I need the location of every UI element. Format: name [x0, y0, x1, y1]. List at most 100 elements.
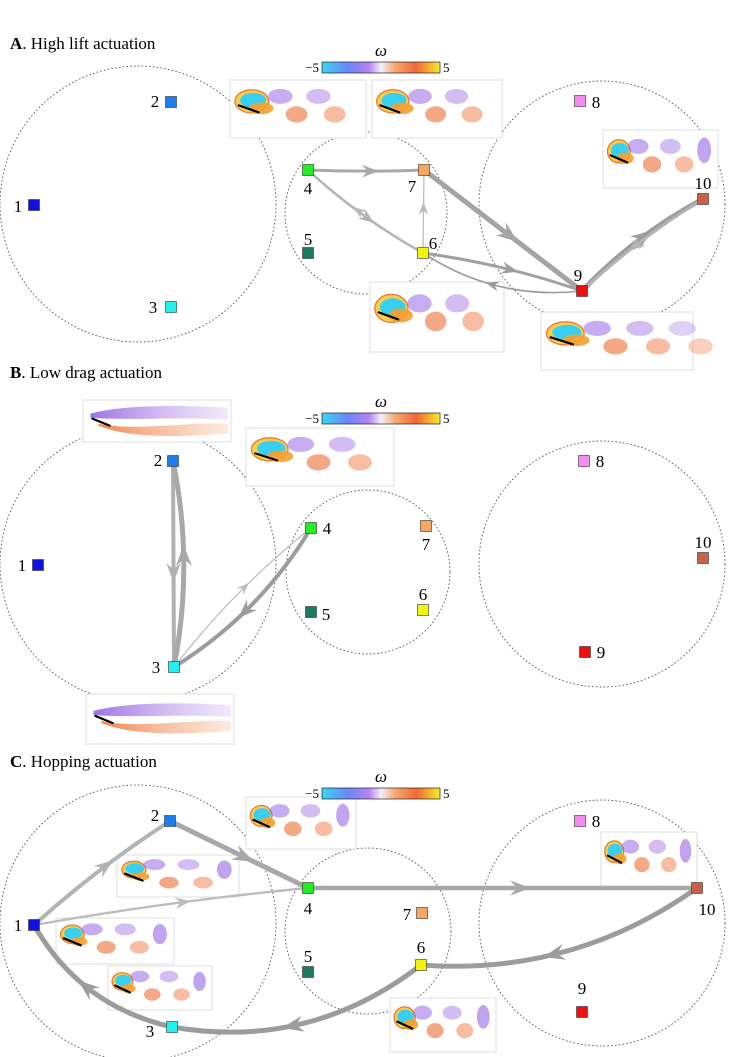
vorticity-snapshot: [245, 796, 357, 850]
shed-vortex-purple: [476, 1005, 490, 1029]
shed-vortex-orange: [462, 311, 484, 332]
cluster-node-9: [576, 1006, 588, 1018]
transition-2-4: [167, 818, 311, 891]
vorticity-snapshot: [82, 399, 232, 443]
shed-vortex-orange: [645, 338, 671, 355]
shed-vortex-orange: [461, 106, 483, 123]
airfoil-plate: [114, 984, 131, 994]
cluster-node-5: [305, 606, 317, 618]
panel-a-letter: A: [10, 34, 23, 53]
cluster-node-1: [32, 559, 44, 571]
cluster-label-2: 2: [151, 806, 160, 825]
shed-vortex-orange: [129, 940, 149, 954]
transition-arrowhead: [500, 261, 519, 274]
airfoil-plate: [91, 417, 111, 427]
colorbar-symbol: ω: [375, 392, 387, 411]
cluster-label-7: 7: [408, 177, 417, 196]
cluster-label-4: 4: [323, 519, 332, 538]
transition-3-2: [170, 458, 187, 670]
transition-1-4: [32, 886, 310, 927]
colorbar-max-label: 5: [443, 60, 450, 75]
shed-vortex-orange: [306, 454, 331, 471]
cluster-label-7: 7: [422, 535, 431, 554]
panel-c-letter: C: [10, 752, 23, 771]
cluster-label-4: 4: [304, 179, 313, 198]
shed-vortex-purple: [152, 923, 167, 945]
transition-arrowhead: [628, 235, 646, 251]
panel-c-title: C. Hopping actuation: [10, 752, 157, 772]
cluster-label-4: 4: [304, 899, 313, 918]
vortex-core-orange: [249, 102, 274, 115]
colorbar-symbol: ω: [375, 767, 387, 786]
shed-vortex-purple: [679, 839, 692, 863]
cluster-label-7: 7: [403, 905, 412, 924]
cluster-label-5: 5: [304, 230, 313, 249]
cluster-label-2: 2: [154, 451, 163, 470]
shed-vortex-purple: [697, 137, 712, 164]
shed-vortex-orange: [424, 311, 447, 332]
transition-arrowhead: [361, 164, 379, 178]
cluster-label-10: 10: [699, 900, 716, 919]
transition-arrowhead: [93, 860, 114, 878]
transition-6-9: [421, 251, 584, 293]
vorticity-snapshot: [245, 427, 395, 487]
transition-3-4: [173, 527, 312, 668]
transition-arrowhead: [174, 897, 191, 909]
airfoil-plate: [237, 104, 260, 114]
cluster-label-10: 10: [695, 533, 712, 552]
airfoil-plate: [379, 104, 401, 114]
transition-arrowhead: [353, 207, 367, 219]
cluster-node-7: [416, 907, 428, 919]
cluster-label-5: 5: [304, 947, 313, 966]
transition-4-3: [172, 526, 313, 669]
transition-arrowhead: [236, 582, 250, 596]
cluster-node-3: [168, 661, 180, 673]
shed-vortex-purple: [81, 923, 103, 936]
vortex-core-orange: [388, 308, 413, 323]
panel-c-title-text: . Hopping actuation: [22, 752, 157, 771]
transition-3-1: [31, 922, 175, 1030]
cluster-node-6: [417, 247, 429, 259]
shed-vortex-purple: [408, 88, 432, 104]
shed-vortex-purple: [143, 859, 166, 871]
panel-b-title-text: . Low drag actuation: [21, 363, 163, 382]
shed-vortex-purple: [627, 138, 649, 154]
transition-arrowhead: [509, 880, 531, 896]
panel-a-title-text: . High lift actuation: [22, 34, 156, 53]
transition-arrowhead: [175, 544, 192, 567]
shed-vortex-orange: [143, 988, 161, 1001]
shed-vortex-orange: [456, 1023, 474, 1039]
vortex-core-orange: [402, 1019, 419, 1031]
shed-vortex-orange: [348, 454, 372, 471]
cluster-label-3: 3: [152, 658, 161, 677]
panel-b-letter: B: [10, 363, 22, 382]
vortex-core-orange: [390, 102, 414, 115]
wake-lower-layer: [101, 720, 232, 734]
shed-vortex-purple: [159, 970, 179, 983]
cluster-label-1: 1: [14, 197, 23, 216]
transition-arrowhead: [166, 562, 181, 583]
shed-vortex-orange: [285, 106, 308, 123]
shed-vortex-purple: [668, 320, 697, 336]
wake-upper-layer: [90, 406, 229, 420]
cluster-label-8: 8: [596, 452, 605, 471]
shed-vortex-orange: [688, 338, 713, 355]
inset-frame: [85, 693, 235, 745]
shed-vortex-purple: [300, 804, 321, 818]
cluster-label-1: 1: [14, 916, 23, 935]
vortex-core-blue: [64, 927, 83, 940]
transition-6-3: [169, 962, 424, 1035]
transition-arrowhead: [281, 1015, 305, 1032]
shed-vortex-orange: [603, 338, 628, 355]
cluster-group-circle: [0, 784, 277, 1057]
shed-vortex-purple: [306, 88, 331, 104]
vortex-core-orange: [612, 853, 627, 865]
cluster-node-10: [697, 193, 709, 205]
shed-vortex-purple: [193, 971, 206, 992]
transition-4-7: [306, 168, 426, 173]
cluster-node-7: [418, 164, 430, 176]
cluster-node-7: [420, 520, 432, 532]
cluster-label-6: 6: [417, 938, 426, 957]
